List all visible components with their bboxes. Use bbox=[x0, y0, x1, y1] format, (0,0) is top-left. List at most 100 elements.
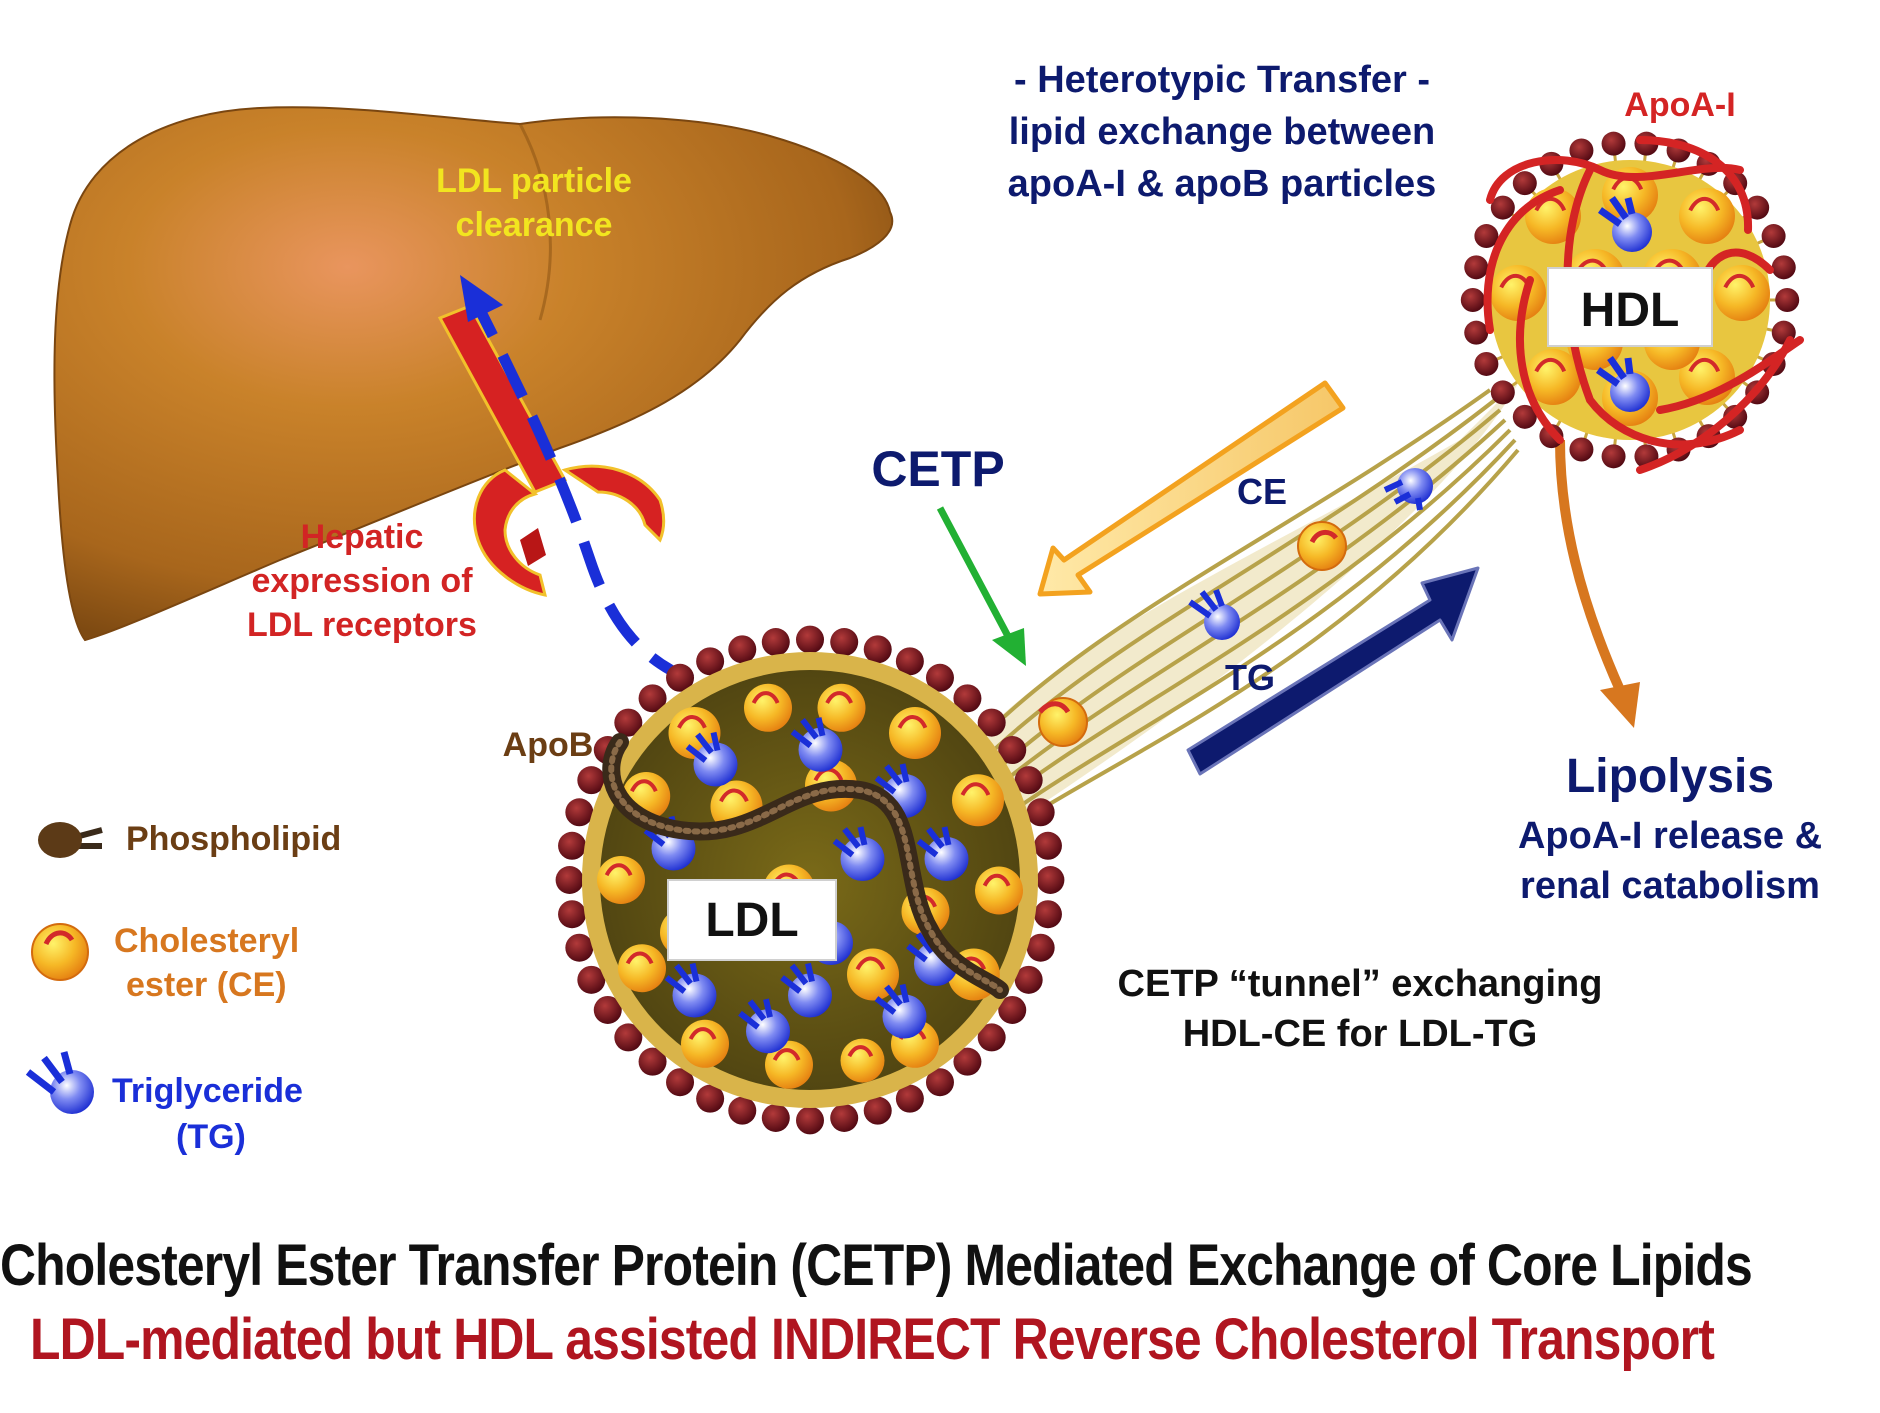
hdl-ce bbox=[1525, 349, 1581, 405]
ldl-particle: LDL bbox=[555, 625, 1065, 1135]
heterotypic-line1: - Heterotypic Transfer - bbox=[1014, 59, 1430, 101]
hdl-phospholipid-head bbox=[1490, 195, 1515, 220]
ce-label: CE bbox=[1237, 471, 1287, 512]
tg-label: TG bbox=[1225, 657, 1275, 698]
tg-transfer-arrow bbox=[1186, 566, 1480, 776]
ldl-phospholipid-head bbox=[558, 900, 587, 929]
hepatic-line1: Hepatic bbox=[301, 518, 424, 556]
ldl-tg-tails bbox=[874, 983, 910, 1015]
ldl-ce bbox=[618, 944, 666, 993]
ldl-clearance-line1: LDL particle bbox=[436, 162, 632, 200]
ldl-ce-tail bbox=[688, 1027, 717, 1041]
ldl-ce bbox=[952, 774, 1004, 827]
ldl-label: LDL bbox=[705, 894, 798, 947]
ldl-ce-tail bbox=[630, 779, 658, 793]
ldl-phospholipid-head bbox=[614, 1023, 643, 1052]
lipolysis-sub1: ApoA-I release & bbox=[1518, 815, 1822, 857]
legend-triglyceride: Triglyceride (TG) bbox=[25, 1051, 303, 1156]
hdl-phospholipid-head bbox=[1771, 255, 1796, 280]
hdl-phospholipid-head bbox=[1474, 224, 1499, 249]
ldl-phospholipid-head bbox=[863, 635, 892, 664]
ldl-clearance-line2: clearance bbox=[456, 206, 613, 244]
ldl-phospholipid-head bbox=[666, 663, 695, 692]
ldl-tg-tails bbox=[664, 962, 700, 994]
ldl-phospholipid-head bbox=[1014, 965, 1043, 994]
ldl-phospholipid-head bbox=[998, 995, 1027, 1024]
ldl-ce-tail bbox=[855, 956, 886, 971]
ldl-phospholipid-head bbox=[1014, 766, 1043, 795]
ldl-tg-tails bbox=[874, 763, 910, 795]
hdl-phospholipid-head bbox=[1569, 138, 1594, 163]
figure-title: Cholesteryl Ester Transfer Protein (CETP… bbox=[0, 1233, 1753, 1298]
ldl-tg-tails bbox=[790, 717, 826, 749]
ldl-phospholipid-head bbox=[558, 831, 587, 860]
ldl-receptor bbox=[437, 304, 666, 597]
ldl-tg bbox=[882, 994, 927, 1039]
ldl-phospholipid-head bbox=[761, 628, 790, 657]
ldl-tg bbox=[924, 837, 969, 881]
ldl-phospholipid-head bbox=[577, 965, 606, 994]
lipolysis-sub2: renal catabolism bbox=[1520, 865, 1820, 907]
ldl-phospholipid-head bbox=[614, 708, 643, 737]
ldl-phospholipid-head bbox=[830, 628, 859, 657]
hdl-ce-tail bbox=[1688, 196, 1721, 212]
cholesteryl-ester-icon bbox=[31, 923, 89, 981]
ldl-phospholipid-head bbox=[1033, 900, 1062, 929]
clearance-arrow bbox=[460, 275, 695, 686]
ldl-ce-tail bbox=[625, 951, 654, 965]
hdl-phospholipid-head bbox=[1512, 171, 1537, 196]
ldl-phospholipid-head bbox=[953, 684, 982, 713]
ldl-tg-tails bbox=[685, 731, 721, 763]
ldl-phospholipid-head bbox=[728, 1096, 757, 1125]
apob-label: ApoB bbox=[503, 726, 594, 764]
tg-molecule-icon bbox=[1595, 355, 1650, 412]
ldl-tg bbox=[693, 742, 738, 787]
lipolysis-title: Lipolysis bbox=[1566, 750, 1774, 803]
hdl-phospholipid-head bbox=[1775, 288, 1800, 312]
ldl-ce-tail bbox=[677, 715, 707, 729]
ldl-phospholipid-head bbox=[666, 1068, 695, 1097]
ce-transfer-arrow bbox=[1037, 380, 1346, 597]
hdl-label: HDL bbox=[1581, 284, 1680, 337]
heterotypic-transfer-label: - Heterotypic Transfer - lipid exchange … bbox=[1008, 59, 1437, 205]
hdl-phospholipid-head bbox=[1601, 131, 1626, 156]
hdl-ce bbox=[1714, 265, 1770, 321]
triglyceride-icon bbox=[25, 1051, 94, 1114]
ldl-ce bbox=[681, 1019, 729, 1068]
ldl-tg bbox=[672, 973, 717, 1018]
tunnel-cargo bbox=[1038, 468, 1433, 747]
ldl-phospholipid-head bbox=[796, 1106, 824, 1135]
hdl-phospholipid-head bbox=[1569, 437, 1594, 462]
ldl-phospholipid-head bbox=[895, 1084, 924, 1113]
ldl-ce-tail bbox=[982, 873, 1011, 887]
hepatic-expression-label: Hepatic expression of LDL receptors bbox=[247, 518, 477, 644]
ldl-phospholipid-head bbox=[863, 1096, 892, 1125]
ldl-tg bbox=[746, 1009, 790, 1054]
hdl-ce-tail bbox=[1723, 273, 1756, 289]
ldl-ce bbox=[889, 707, 941, 759]
hdl-particle: HDL bbox=[1460, 131, 1804, 474]
tunnel-caption-line2: HDL-CE for LDL-TG bbox=[1183, 1013, 1538, 1055]
ldl-ce-tail bbox=[960, 782, 991, 797]
hepatic-line3: LDL receptors bbox=[247, 606, 477, 644]
ldl-phospholipid-head bbox=[977, 708, 1006, 737]
legend-cholesteryl-line2: ester (CE) bbox=[126, 966, 287, 1004]
apoa-i-label: ApoA-I bbox=[1624, 86, 1735, 124]
ldl-phospholipid-head bbox=[565, 933, 594, 962]
ldl-phospholipid-head bbox=[728, 635, 757, 664]
legend: Phospholipid Cholesteryl ester (CE) Trig… bbox=[25, 820, 341, 1156]
ldl-phospholipid-head bbox=[895, 647, 924, 676]
ldl-phospholipid-head bbox=[761, 1103, 790, 1132]
legend-cholesteryl-ester: Cholesteryl ester (CE) bbox=[31, 922, 299, 1004]
ldl-phospholipid-head bbox=[638, 1047, 667, 1076]
tg-molecule-icon bbox=[1597, 195, 1652, 252]
ce-molecule-icon bbox=[1297, 521, 1347, 571]
hepatic-line2: expression of bbox=[251, 562, 473, 600]
hdl-phospholipid-head bbox=[1761, 224, 1786, 249]
ldl-ce-tail bbox=[719, 788, 749, 803]
ldl-phospholipid-head bbox=[1033, 831, 1062, 860]
ldl-ce-tail bbox=[847, 1045, 874, 1058]
ldl-tg-tails bbox=[738, 998, 773, 1030]
ldl-tg-tails bbox=[916, 826, 952, 858]
